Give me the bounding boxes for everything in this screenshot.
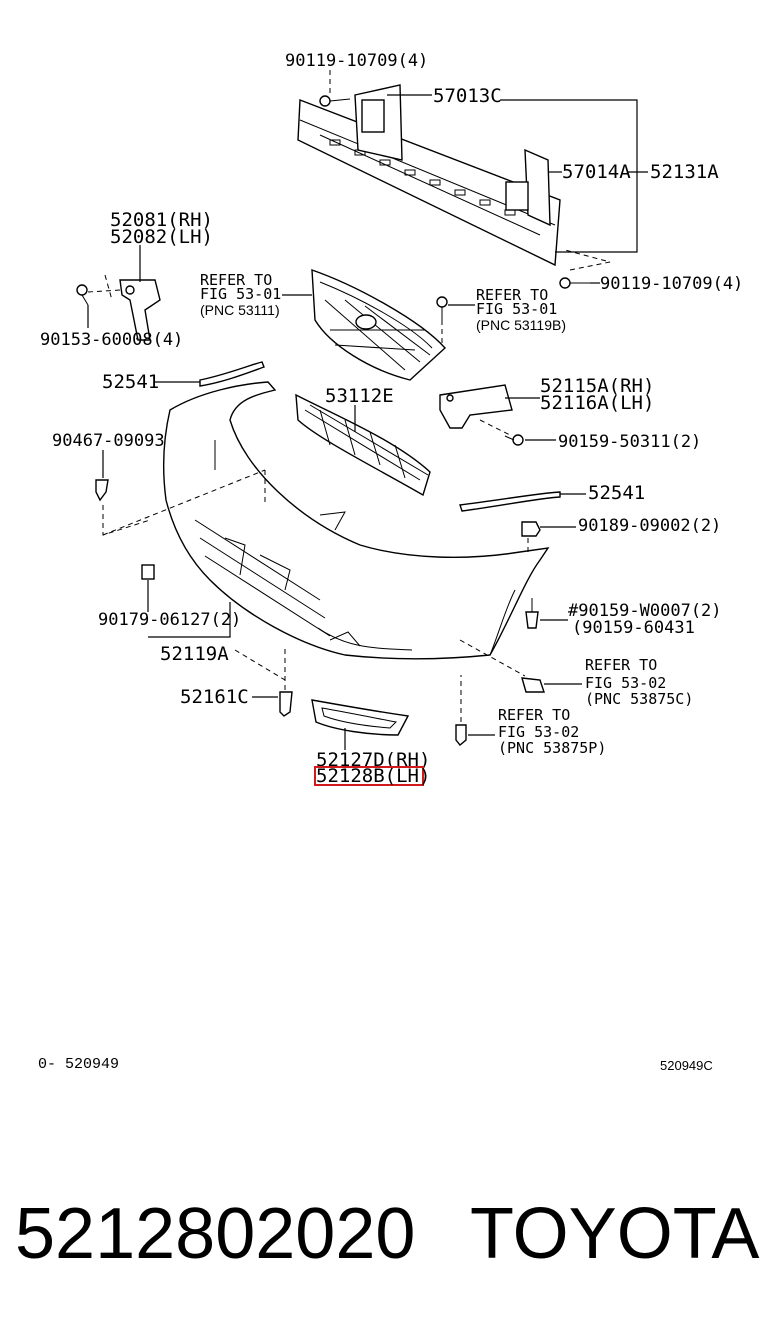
screw-right-label: 90159-50311(2) bbox=[558, 432, 701, 452]
nut-right-label: 90189-09002(2) bbox=[578, 516, 721, 536]
fog-lamp-cover bbox=[311, 699, 410, 736]
nut-icon bbox=[521, 521, 541, 537]
bolt-icon bbox=[559, 277, 590, 289]
ref-b-line2: FIG 53-02 bbox=[498, 723, 579, 741]
highlight-box bbox=[314, 766, 424, 786]
bracket-rh-label: 52081(RH) bbox=[110, 209, 213, 231]
diagram-code-left: 0- 520949 bbox=[38, 1056, 119, 1073]
brand-name: TOYOTA bbox=[470, 1194, 759, 1274]
ref-a-line2: FIG 53-02 bbox=[585, 674, 666, 692]
clip-icon bbox=[521, 677, 545, 693]
grille-ref-line1: REFER TO bbox=[200, 271, 272, 289]
clip-icon bbox=[436, 296, 448, 320]
bumper-cover-label: 52119A bbox=[160, 643, 229, 665]
bolt-right-label: 90119-10709(4) bbox=[600, 274, 743, 294]
ref-b-line1: REFER TO bbox=[498, 706, 570, 724]
clip-icon bbox=[95, 479, 109, 502]
fog-cover-lh-label[interactable]: 52128B(LH) bbox=[316, 765, 430, 787]
radiator-grille bbox=[311, 268, 446, 381]
clip-left-label: 90467-09093 bbox=[52, 431, 165, 451]
side-bracket-label: 57014A bbox=[562, 161, 631, 183]
bracket-lh-label: 52082(LH) bbox=[110, 226, 213, 248]
ref-a-line3: (PNC 53875C) bbox=[585, 690, 693, 708]
lower-grille bbox=[295, 393, 431, 497]
clip-ref-line1: REFER TO bbox=[476, 286, 548, 304]
grille-ref-line2: FIG 53-01 bbox=[200, 285, 281, 303]
screw-60431-label: (90159-60431 bbox=[572, 618, 695, 638]
bumper-molding-left bbox=[199, 361, 265, 387]
fog-cover-rh-label: 52127D(RH) bbox=[316, 749, 430, 771]
clip-52161c-label: 52161C bbox=[180, 686, 249, 708]
clip-06127-label: 90179-06127(2) bbox=[98, 610, 241, 630]
retainer-lh-label: 52116A(LH) bbox=[540, 392, 654, 414]
ref-a-line1: REFER TO bbox=[585, 656, 657, 674]
screw-icon bbox=[455, 724, 467, 746]
bumper-reinforcement bbox=[297, 84, 561, 267]
molding-left-label: 52541 bbox=[102, 371, 159, 393]
bolt-top-label: 90119-10709(4) bbox=[285, 51, 428, 71]
reinforcement-bracket-label: 57013C bbox=[433, 85, 502, 107]
side-retainer-bracket bbox=[119, 279, 161, 341]
clip-ref-line3: (PNC 53119B) bbox=[476, 317, 566, 333]
reinforcement-label: 52131A bbox=[650, 161, 719, 183]
diagram-code-right: 520949C bbox=[660, 1058, 713, 1073]
screw-icon bbox=[504, 434, 524, 446]
bolt-icon bbox=[319, 95, 351, 107]
screw-w0007-label: #90159-W0007(2) bbox=[568, 601, 722, 621]
lower-grille-label: 53112E bbox=[325, 385, 394, 407]
screw-icon bbox=[525, 598, 539, 629]
clip-icon bbox=[141, 564, 155, 580]
retainer-rh-label: 52115A(RH) bbox=[540, 375, 654, 397]
ref-b-line3: (PNC 53875P) bbox=[498, 739, 606, 757]
bolt-icon bbox=[76, 284, 89, 306]
grille-ref-line3: (PNC 53111) bbox=[200, 302, 280, 318]
clip-icon bbox=[279, 691, 293, 717]
bumper-molding-right bbox=[459, 491, 561, 512]
bolt-left-label: 90153-60008(4) bbox=[40, 330, 183, 350]
part-number: 5212802020 bbox=[15, 1194, 415, 1274]
molding-right-label: 52541 bbox=[588, 482, 645, 504]
clip-ref-line2: FIG 53-01 bbox=[476, 300, 557, 318]
bumper-side-retainer bbox=[439, 384, 513, 429]
bumper-cover bbox=[162, 381, 550, 660]
